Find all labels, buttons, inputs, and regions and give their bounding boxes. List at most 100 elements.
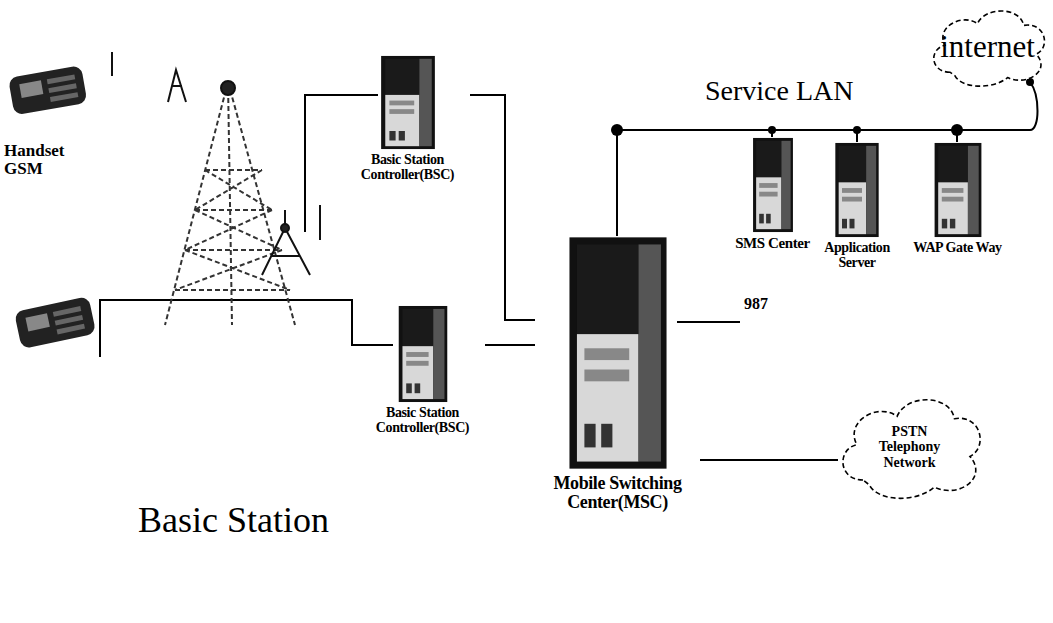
node-label: PSTN Telephony Network (865, 424, 955, 470)
server-icon (756, 141, 781, 177)
server-icon (584, 370, 629, 382)
node-label: Application Server (812, 241, 902, 270)
server-icon (832, 142, 882, 238)
node-label: Basic Station Controller(BSC) (345, 153, 470, 182)
node-label: internet (940, 30, 1035, 64)
server-icon (842, 188, 862, 193)
network-link (485, 345, 535, 346)
server-icon (850, 219, 855, 229)
antenna-tower (168, 70, 186, 102)
server-icon (398, 131, 404, 141)
server-icon (389, 101, 414, 106)
server-icon (759, 214, 764, 224)
node-label: SMS Center (735, 236, 810, 252)
bus-junction (768, 126, 776, 134)
sms-server: SMS Center (735, 137, 810, 252)
pstn-cloud: PSTN Telephony Network (832, 388, 987, 506)
antenna-tower (165, 82, 295, 325)
cloud-outline (934, 11, 1045, 86)
server-icon (839, 182, 867, 234)
gsm-handset (14, 296, 96, 349)
bus-junction (1026, 78, 1034, 86)
msc-server: Mobile Switching Center(MSC) (535, 235, 700, 512)
server-icon (576, 244, 638, 334)
server-icon (781, 141, 790, 229)
node-label: Mobile Switching Center(MSC) (535, 474, 700, 512)
antenna-tower (175, 170, 290, 290)
server-icon (759, 192, 777, 197)
server-icon (389, 109, 414, 114)
antenna-tower (221, 81, 235, 95)
server-icon (938, 146, 968, 182)
bus-junction (611, 124, 623, 136)
gsm-handset (47, 74, 75, 84)
bus-junction (951, 124, 963, 136)
server-icon (949, 219, 954, 229)
server-icon (584, 424, 595, 448)
tower-wire (677, 321, 740, 323)
server-icon (931, 142, 985, 238)
lan-label: Service LAN (705, 76, 854, 105)
gsm-handset (55, 315, 83, 326)
lan-bus (616, 130, 618, 236)
server-icon (381, 56, 435, 149)
server-icon (433, 309, 444, 399)
gsm-handset (19, 80, 43, 98)
gsm-handset (50, 92, 78, 102)
server-icon (406, 383, 412, 393)
server-icon (395, 305, 451, 403)
server-icon (756, 177, 781, 229)
server-icon (419, 59, 431, 146)
server-icon (835, 143, 878, 237)
link-line (700, 459, 838, 461)
bsc-server: Basic Station Controller(BSC) (360, 305, 485, 435)
wap-gateway: WAP Gate Way (910, 142, 1005, 256)
gsm-handset (48, 83, 76, 93)
server-icon (402, 309, 433, 346)
server-icon (385, 95, 419, 146)
gsm-handset (25, 313, 49, 331)
gsm-handset (14, 296, 96, 349)
server-icon (584, 348, 629, 360)
gsm-handset (57, 324, 85, 335)
node-label: WAP Gate Way (910, 241, 1005, 256)
gsm-handset (8, 65, 87, 115)
antenna-tower (319, 205, 321, 240)
server-icon (385, 59, 419, 95)
server-icon (759, 183, 777, 188)
server-icon (402, 346, 433, 399)
server-icon (638, 244, 660, 461)
server-icon (842, 197, 862, 202)
link-line (470, 95, 535, 320)
antenna-tower (262, 210, 310, 275)
server-icon (601, 424, 612, 448)
antenna-tower (111, 52, 113, 76)
device-label: Handset GSM (4, 142, 84, 178)
link-line (485, 344, 535, 346)
node-label: Basic Station Controller(BSC) (360, 406, 485, 435)
application-server: Application Server (812, 142, 902, 270)
server-icon (414, 383, 420, 393)
tower-wire (305, 95, 378, 232)
server-icon (389, 131, 395, 141)
server-icon (839, 146, 867, 182)
callout-number: 987 (744, 296, 768, 313)
tower-wire (100, 300, 393, 357)
server-icon (941, 219, 946, 229)
network-link (470, 95, 535, 320)
server-icon (406, 361, 428, 366)
bus-junction (853, 126, 861, 134)
server-icon (398, 306, 447, 402)
station-label: Basic Station (138, 502, 329, 540)
server-icon (941, 188, 963, 193)
server-icon (941, 197, 963, 202)
cloud-outline (843, 400, 980, 499)
server-icon (406, 352, 428, 357)
server-icon (569, 237, 666, 468)
internet-cloud: internet (925, 2, 1050, 92)
server-icon (967, 146, 978, 234)
bsc-server: Basic Station Controller(BSC) (345, 55, 470, 182)
server-icon (562, 235, 674, 471)
gsm-handset (8, 65, 87, 115)
gsm-handset (8, 65, 96, 349)
